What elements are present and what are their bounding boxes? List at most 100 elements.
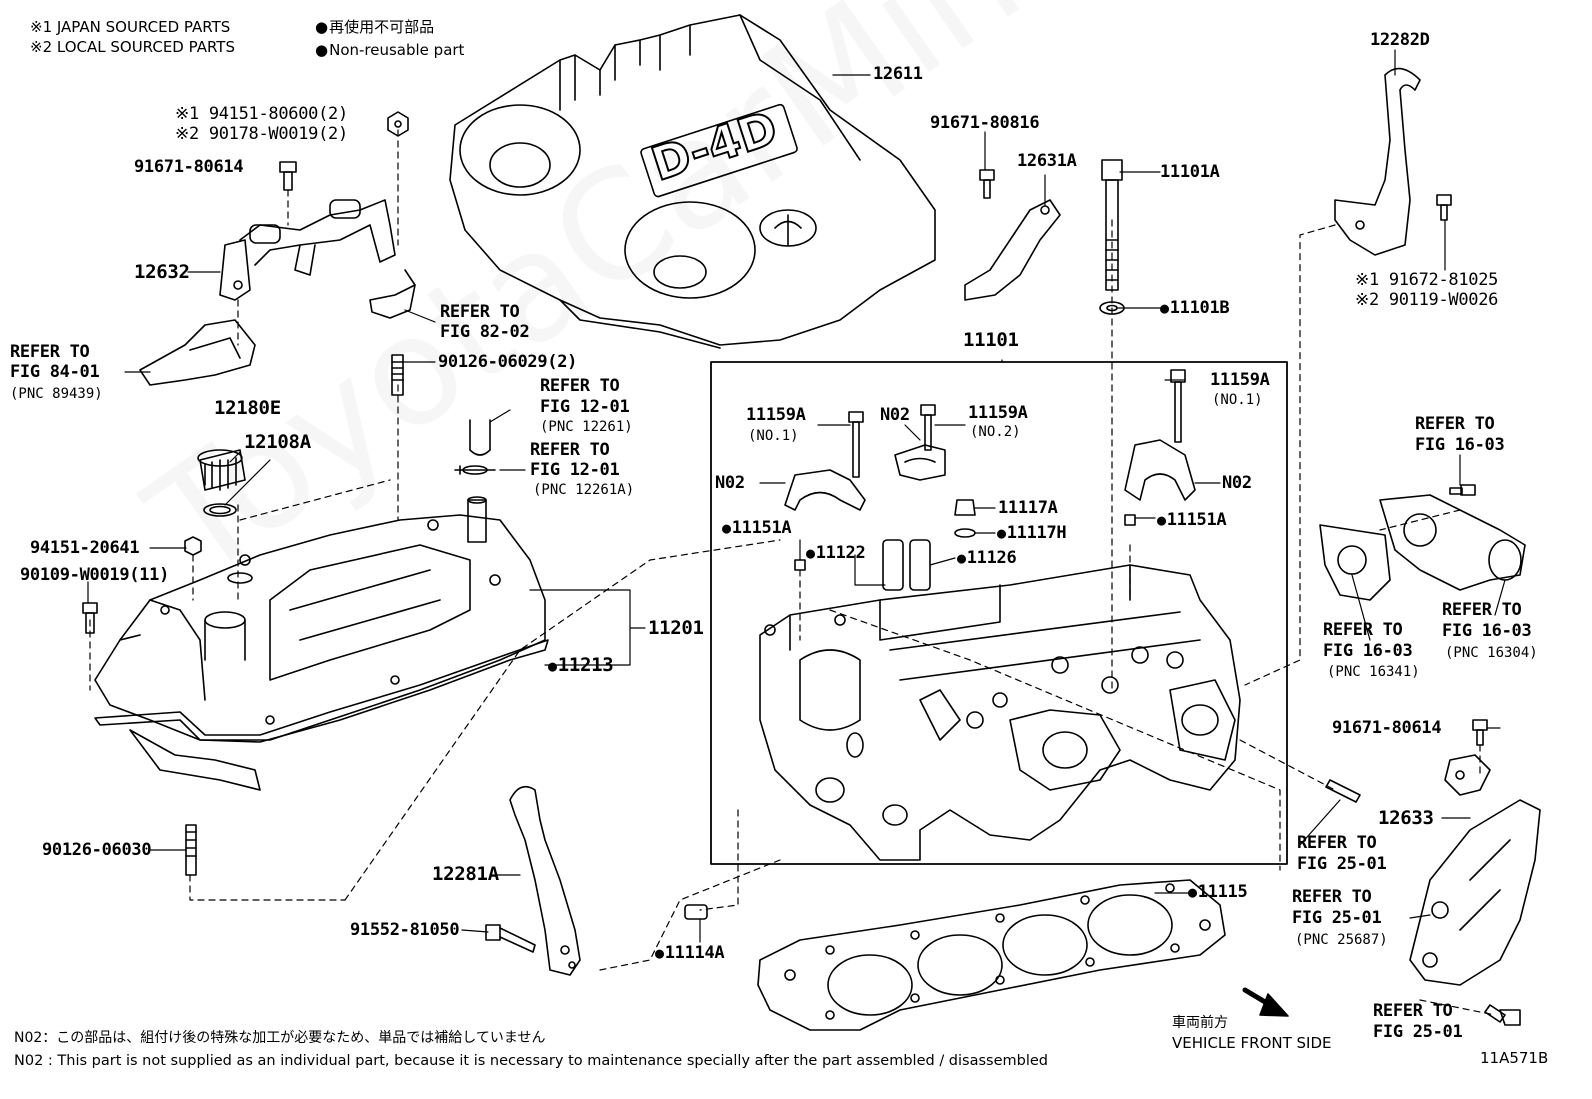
tube-11126	[909, 539, 931, 591]
pipe-fig-12-01	[454, 419, 496, 475]
refer-fig-12-01b-line2[interactable]: FIG 12-01	[530, 460, 620, 480]
part-label-11115[interactable]: 11115	[1188, 882, 1248, 902]
vehicle-front-en: VEHICLE FRONT SIDE	[1172, 1034, 1332, 1052]
part-label-11213[interactable]: 11213	[548, 655, 614, 676]
bearing-cap-left	[784, 469, 866, 511]
bolt-91671-80614-right	[1472, 719, 1488, 746]
cap-bolt-no1-left	[848, 411, 864, 478]
part-label-N02-left[interactable]: N02	[715, 473, 745, 493]
nut-94151-20641	[184, 536, 202, 556]
engine-hanger-12282D	[1334, 67, 1421, 256]
part-label-91671-80614-left[interactable]: 91671-80614	[134, 157, 244, 177]
part-label-11117A[interactable]: 11117A	[998, 498, 1058, 518]
part-label-11101[interactable]: 11101	[963, 329, 1019, 351]
part-label-11114A[interactable]: 11114A	[655, 943, 725, 963]
refer-fig-25-01b-line1[interactable]: REFER TO	[1292, 887, 1372, 907]
refer-fig-16-03-top-line2[interactable]: FIG 16-03	[1415, 435, 1505, 455]
part-label-90126-06030[interactable]: 90126-06030	[42, 840, 152, 860]
bolt-91552-81050	[485, 924, 536, 953]
refer-fig-12-01b-line1[interactable]: REFER TO	[530, 440, 610, 460]
footnote-en: N02 : This part is not supplied as an in…	[14, 1053, 1048, 1069]
part-sublabel-no1-left: (NO.1)	[748, 428, 799, 444]
part-label-12108A[interactable]: 12108A	[244, 431, 311, 453]
refer-fig-84-01-line2[interactable]: FIG 84-01	[10, 362, 100, 382]
cap-bolt-no2	[920, 404, 936, 451]
part-label-11159A-no1-left[interactable]: 11159A	[746, 405, 806, 425]
seal-11151A-right	[1124, 514, 1136, 526]
part-sublabel-no1-right: (NO.1)	[1212, 392, 1263, 408]
part-label-11159A-no1-right[interactable]: 11159A	[1210, 370, 1270, 390]
part-label-12631A[interactable]: 12631A	[1017, 151, 1077, 171]
head-bolt-11101A	[1101, 159, 1123, 291]
footnote-jp: N02：この部品は、組付け後の特殊な加工が必要なため、単品では補給していません	[14, 1030, 546, 1046]
stud-90126-06030	[185, 824, 197, 876]
part-label-12611[interactable]: 12611	[873, 64, 923, 84]
part-label-11151A-right[interactable]: 11151A	[1157, 510, 1227, 530]
dowel-pin-11114A	[684, 904, 708, 920]
part-label-11126[interactable]: 11126	[957, 548, 1017, 568]
cylinder-head-cover	[94, 496, 546, 741]
bolt-91671-80614-left	[279, 161, 297, 191]
plug-11117A	[954, 499, 976, 538]
refer-fig-25-01a-line2[interactable]: FIG 25-01	[1297, 854, 1387, 874]
part-label-94151-80600[interactable]: ※1 94151-80600(2)	[175, 104, 348, 124]
bracket-12633	[1444, 754, 1491, 796]
refer-fig-16-03b-pnc: (PNC 16304)	[1445, 645, 1538, 661]
cylinder-head	[759, 564, 1241, 861]
refer-fig-16-03-top-line1[interactable]: REFER TO	[1415, 414, 1495, 434]
head-cover-gasket	[94, 639, 549, 791]
d4d-emblem	[640, 103, 798, 198]
refer-fig-12-01a-line2[interactable]: FIG 12-01	[540, 397, 630, 417]
bearing-cap-right	[1124, 439, 1196, 501]
bracket-fig-82-02	[369, 269, 416, 319]
refer-fig-25-01c-line2[interactable]: FIG 25-01	[1373, 1022, 1463, 1042]
refer-fig-84-01-line1[interactable]: REFER TO	[10, 342, 90, 362]
refer-fig-16-03b-line2[interactable]: FIG 16-03	[1442, 621, 1532, 641]
part-label-91671-80816[interactable]: 91671-80816	[930, 113, 1040, 133]
bolt-fig-25-01	[1484, 1004, 1521, 1026]
part-label-11201[interactable]: 11201	[648, 617, 704, 639]
tube-11122	[882, 539, 904, 591]
leader-lines	[87, 49, 1506, 943]
part-label-94151-20641[interactable]: 94151-20641	[30, 538, 140, 558]
refer-fig-12-01a-line1[interactable]: REFER TO	[540, 376, 620, 396]
refer-fig-25-01b-line2[interactable]: FIG 25-01	[1292, 908, 1382, 928]
refer-fig-16-03a-line2[interactable]: FIG 16-03	[1323, 641, 1413, 661]
part-label-90178-w0019[interactable]: ※2 90178-W0019(2)	[175, 124, 348, 144]
part-label-11101B[interactable]: 11101B	[1160, 298, 1230, 318]
part-label-91672-81025[interactable]: ※1 91672-81025	[1355, 270, 1499, 290]
part-label-11117H[interactable]: 11117H	[997, 523, 1067, 543]
part-label-12281A[interactable]: 12281A	[432, 863, 499, 885]
refer-fig-82-02-line1[interactable]: REFER TO	[440, 302, 520, 322]
bracket-12631A	[964, 199, 1061, 301]
part-label-91671-80614-right[interactable]: 91671-80614	[1332, 718, 1442, 738]
part-label-11101A[interactable]: 11101A	[1160, 162, 1220, 182]
refer-fig-25-01a-line1[interactable]: REFER TO	[1297, 833, 1377, 853]
part-label-N02-right[interactable]: N02	[1222, 473, 1252, 493]
bolt-water-outlet	[1449, 484, 1476, 496]
refer-fig-12-01a-pnc: (PNC 12261)	[540, 419, 633, 435]
part-label-12180E[interactable]: 12180E	[214, 397, 281, 419]
part-label-90119-w0026[interactable]: ※2 90119-W0026	[1355, 290, 1499, 310]
part-label-12632[interactable]: 12632	[134, 261, 190, 283]
part-label-11122[interactable]: 11122	[806, 543, 866, 563]
part-label-12633[interactable]: 12633	[1378, 807, 1434, 829]
part-label-90109-w0019[interactable]: 90109-W0019(11)	[20, 565, 170, 585]
refer-fig-25-01c-line1[interactable]: REFER TO	[1373, 1001, 1453, 1021]
part-label-11151A-left[interactable]: 11151A	[722, 518, 792, 538]
part-label-90126-06029[interactable]: 90126-06029(2)	[438, 352, 578, 372]
heat-shield-part	[139, 319, 256, 386]
figure-code: 11A571B	[1480, 1049, 1549, 1067]
part-label-11159A-no2[interactable]: 11159A	[968, 403, 1028, 423]
bolt-91672-81025	[1436, 194, 1452, 221]
refer-fig-82-02-line2[interactable]: FIG 82-02	[440, 322, 530, 342]
part-label-91552-81050[interactable]: 91552-81050	[350, 920, 460, 940]
refer-fig-16-03a-line1[interactable]: REFER TO	[1323, 620, 1403, 640]
head-gasket-11115	[757, 879, 1226, 1031]
refer-fig-16-03b-line1[interactable]: REFER TO	[1442, 600, 1522, 620]
part-label-N02-top[interactable]: N02	[880, 405, 910, 425]
part-label-12282D[interactable]: 12282D	[1370, 30, 1430, 50]
bolt-91671-80816	[979, 169, 995, 199]
